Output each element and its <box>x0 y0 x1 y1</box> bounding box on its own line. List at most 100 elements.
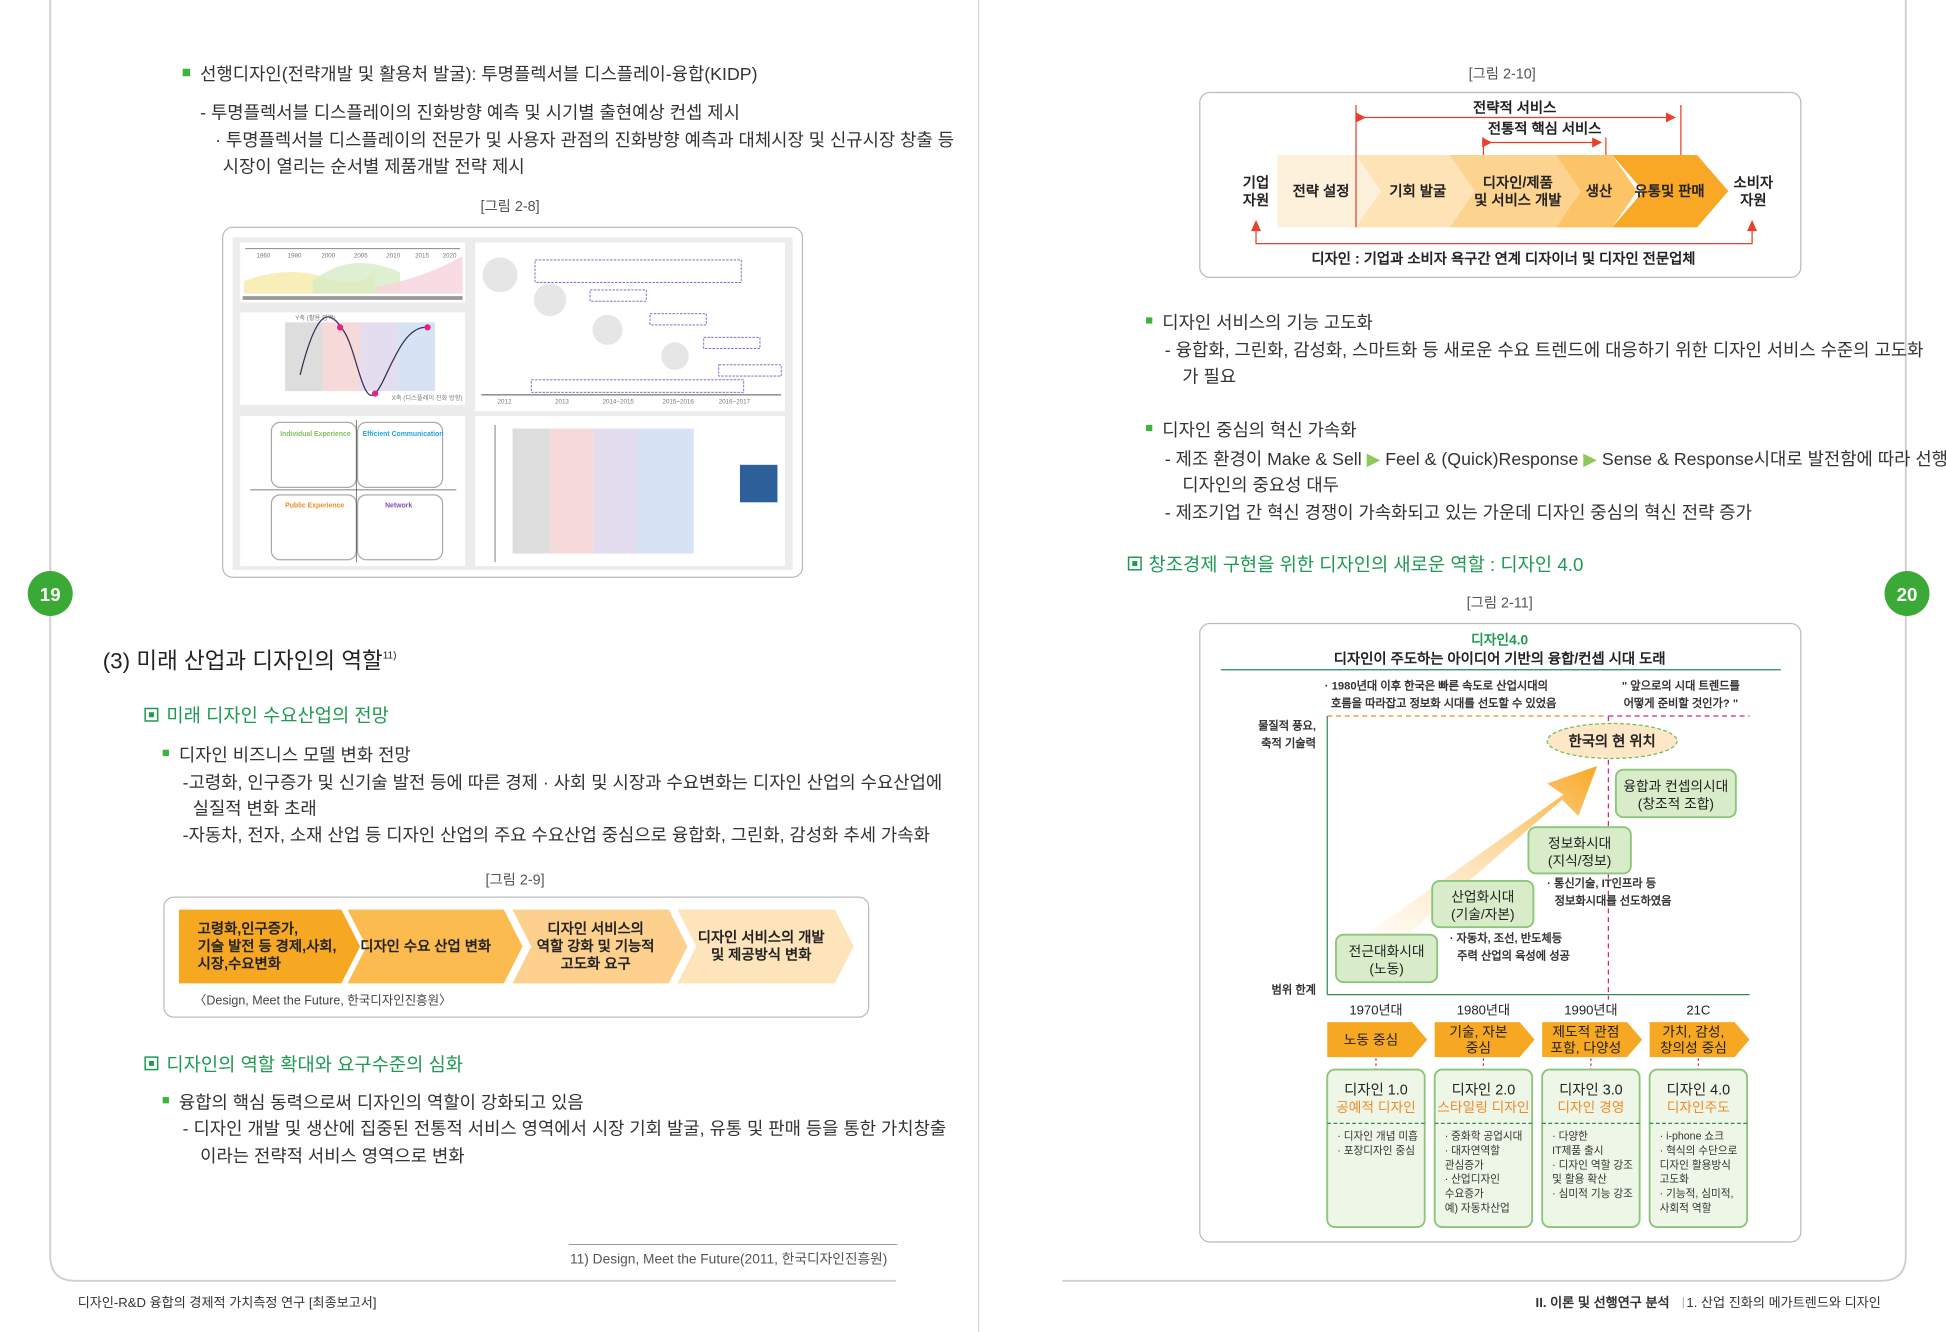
figure-caption: [그림 2-9] <box>485 872 544 889</box>
timeline-year: 2020 <box>443 252 457 259</box>
decade-label: 1980년대 <box>1457 1003 1510 1018</box>
dash-text: - 제조기업 간 혁신 경쟁이 가속화되고 있는 가운데 디자인 중심의 혁신 … <box>1165 503 1752 523</box>
history-note: · 1980년대 이후 한국은 빠른 속도로 산업시대의 <box>1325 679 1548 693</box>
value-chain-stage-label: 및 서비스 개발 <box>1474 191 1561 209</box>
design-stage-card <box>1541 1068 1641 1228</box>
figure-bottom-caption: 디자인 : 기업과 소비자 욕구간 연계 디자이너 및 디자인 전문업체 <box>1311 250 1695 268</box>
page-number-right: 20 <box>1884 571 1930 617</box>
figure-caption: [그림 2-8] <box>480 198 539 215</box>
era-note: 정보화시대를 선도하였음 <box>1555 894 1672 908</box>
design-stage-item: 수요증가 <box>1445 1188 1484 1200</box>
bullet-text: 디자인 비즈니스 모델 변화 전망 <box>179 745 411 765</box>
design-stage-item: 고도화 <box>1660 1174 1690 1186</box>
era-label: 융합과 컨셉의시대 <box>1623 779 1728 794</box>
decade-label: 21C <box>1686 1003 1710 1018</box>
era-box <box>1614 768 1737 819</box>
value-chain-stage-label: 기회 발굴 <box>1389 183 1446 200</box>
process-step-chevron <box>512 909 688 984</box>
bullet-square-icon <box>1146 424 1153 432</box>
value-chain-stage <box>1555 154 1638 228</box>
era-label: 산업화시대 <box>1451 890 1514 905</box>
quadrant-label: Network <box>385 502 412 509</box>
intro-dot-line: 시장이 열리는 순서별 제품개발 전략 제시 <box>223 156 525 176</box>
design-stage-card <box>1326 1068 1426 1228</box>
decade-label: 1990년대 <box>1564 1003 1617 1018</box>
bullet-square-icon <box>1146 317 1153 324</box>
future-question: " 앞으로의 시대 트렌드를 <box>1622 679 1740 693</box>
process-step-label: 디자인 수요 산업 변화 <box>360 937 492 955</box>
design-stage-title: 디자인 4.0 <box>1667 1082 1731 1099</box>
design-stage-item: 사회적 역할 <box>1660 1202 1712 1214</box>
dash-text: -자동차, 전자, 소재 산업 등 디자인 산업의 주요 수요산업 중심으로 융… <box>183 825 930 845</box>
process-step-label: 고도화 요구 <box>561 955 631 972</box>
process-step-chevron <box>178 909 361 984</box>
design-stage-item: · 디자인 개념 미흡 <box>1337 1130 1418 1143</box>
triangle-right-icon: ▶ <box>1578 449 1602 469</box>
experience-quadrant-panel: Individual Experience Efficient Communic… <box>240 416 466 567</box>
consumer-resource-label: 자원 <box>1740 192 1766 209</box>
focus-label: 노동 중심 <box>1344 1033 1398 1048</box>
footer-section: II. 이론 및 선행연구 분석 <box>1536 1294 1670 1310</box>
era-box <box>1431 879 1535 929</box>
dash-text: - 디자인 개발 및 생산에 집중된 전통적 서비스 영역에서 시장 기회 발굴… <box>183 1119 947 1139</box>
bullet-square-icon <box>162 749 169 756</box>
era-label: (기술/자본) <box>1451 907 1515 922</box>
design-stage-item: · 중화학 공업시대 <box>1445 1130 1523 1143</box>
application-map-panel <box>475 416 785 567</box>
strategic-service-label: 전략적 서비스 <box>1473 98 1556 116</box>
era-note: 주력 산업의 육성에 성공 <box>1457 949 1570 963</box>
process-step-label: 시장,수요변화 <box>198 954 282 972</box>
y-axis-label: Y축 (활용 영역) <box>295 314 335 322</box>
process-step-label: 디자인 서비스의 개발 <box>698 928 825 946</box>
page-number-text: 19 <box>40 584 61 605</box>
design-stage-card <box>1648 1068 1749 1228</box>
roadmap-year: 2012 <box>498 399 512 406</box>
design-stage-item: 디자인 활용방식 <box>1660 1158 1731 1171</box>
design-stage-subtitle: 디자인 경영 <box>1557 1100 1624 1115</box>
footer-chapter: 1. 산업 진화의 메가트렌드와 디자인 <box>1686 1295 1880 1310</box>
figure-2-11: 디자인4.0 디자인이 주도하는 아이디어 기반의 융합/컨셉 시대 도래 · … <box>1199 622 1802 1243</box>
process-step-label: 역할 강화 및 기능적 <box>537 937 655 955</box>
process-step-label: 고령화,인구증가, <box>198 919 298 937</box>
bullet-square-icon <box>162 1097 169 1104</box>
quadrant-label: Individual Experience <box>280 431 351 438</box>
roadmap-year: 2016~2017 <box>719 399 751 406</box>
focus-chevron <box>1649 1022 1750 1058</box>
bullet-text: 디자인 중심의 혁신 가속화 <box>1162 420 1356 440</box>
future-question: 어떻게 준비할 것인가? " <box>1624 696 1739 710</box>
design-stage-title: 디자인 3.0 <box>1559 1082 1623 1099</box>
design-stage-item: · 혁식의 수단으로 <box>1660 1145 1738 1157</box>
design-stage-item: IT제품 출시 <box>1552 1145 1603 1157</box>
sub-heading-box-icon <box>1127 556 1142 571</box>
figure-title: 디자인4.0 <box>1471 632 1528 648</box>
enterprise-resource-label: 자원 <box>1243 192 1269 209</box>
design-stage-title: 디자인 1.0 <box>1344 1082 1408 1099</box>
timeline-panel: 1960 1980 2000 2005 2010 2015 2020 <box>240 242 466 303</box>
design-stage-subtitle: 스타일링 디자인 <box>1437 1100 1529 1115</box>
figure-source: 〈Design, Meet the Future, 한국디자인진흥원〉 <box>194 994 452 1008</box>
bullet-square-icon <box>182 68 191 77</box>
growth-arrow-icon <box>1355 765 1598 953</box>
figure-caption: [그림 2-10] <box>1469 66 1536 83</box>
y-axis-top-label: 물질적 풍요, <box>1258 719 1316 733</box>
sub-heading: 창조경제 구현을 위한 디자인의 새로운 역할 : 디자인 4.0 <box>1149 554 1584 575</box>
dash-text: 디자인의 중요성 대두 <box>1182 475 1339 495</box>
decade-label: 1970년대 <box>1349 1003 1402 1018</box>
figure-caption: [그림 2-11] <box>1467 594 1533 611</box>
section-heading: (3) 미래 산업과 디자인의 역할11) <box>103 648 397 673</box>
footnote: 11) Design, Meet the Future(2011, 한국디자인진… <box>570 1251 887 1266</box>
process-step-chevron <box>677 909 854 984</box>
current-position-label: 한국의 현 위치 <box>1569 732 1656 750</box>
design-stage-item: · 디자인 역할 강조 <box>1552 1159 1633 1171</box>
era-note: · 자동차, 조선, 반도체등 <box>1450 931 1562 945</box>
design-stage-item: · 심미적 기능 강조 <box>1552 1188 1633 1200</box>
design-stage-item: · 대자연역할 <box>1445 1145 1501 1157</box>
value-chain-stage <box>1355 154 1475 228</box>
right-page-border <box>1062 0 1907 1282</box>
design-stage-subtitle: 디자인주도 <box>1667 1100 1730 1115</box>
figure-subtitle: 디자인이 주도하는 아이디어 기반의 융합/컨셉 시대 도래 <box>1334 650 1666 668</box>
x-axis-label: X축 (디스플레이 진화 방향) <box>392 394 463 402</box>
design-stage-subtitle: 공예적 디자인 <box>1336 1100 1416 1115</box>
design-stage-title: 디자인 2.0 <box>1452 1082 1516 1099</box>
